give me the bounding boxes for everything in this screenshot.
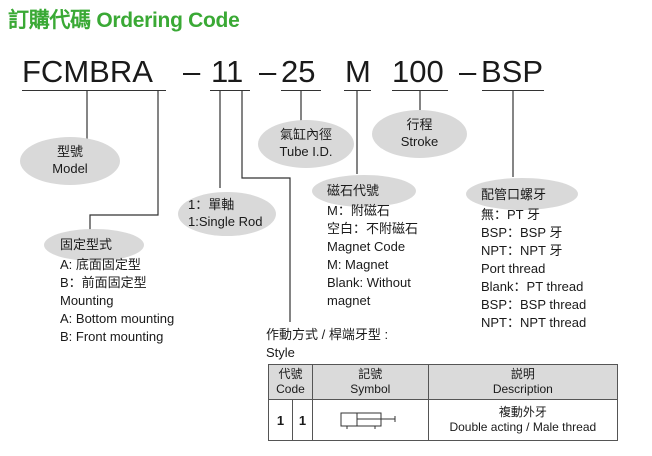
port-thread-line: NPT：NPT thread xyxy=(481,315,587,330)
code-header: 代號 Code xyxy=(268,364,313,400)
code-digit-2: 1 xyxy=(291,399,313,441)
magnet-bubble xyxy=(312,175,416,207)
code-thread: BSP xyxy=(481,54,544,89)
code-style: 11 xyxy=(211,54,244,89)
code-magnet: M xyxy=(345,54,371,89)
table-row: 1 1 複動外牙 Double acting / Male thread xyxy=(268,399,619,441)
style-underline xyxy=(210,90,250,92)
tube-label-en: Tube I.D. xyxy=(279,144,333,159)
port-thread-bubble xyxy=(466,178,578,210)
stroke-label-en: Stroke xyxy=(400,134,439,149)
port-thread-line: Port thread xyxy=(481,261,546,276)
magnet-line: M: Magnet xyxy=(327,257,389,272)
stroke-bubble: 行程 Stroke xyxy=(372,110,467,158)
model-label-zh: 型號 xyxy=(56,144,83,159)
code-stroke: 100 xyxy=(392,54,444,89)
style-label-en: Style xyxy=(266,345,295,360)
description-header-zh: 説明 xyxy=(510,367,535,381)
magnet-heading: 磁石代號 xyxy=(327,183,380,198)
code-dash: – xyxy=(459,54,477,89)
port-thread-line: BSP：BSP 牙 xyxy=(481,225,563,240)
symbol-header-en: Symbol xyxy=(350,382,391,396)
cylinder-symbol xyxy=(311,399,429,441)
port-thread-line: NPT：NPT 牙 xyxy=(481,243,563,258)
page-title: 訂購代碼 Ordering Code xyxy=(8,9,240,32)
tube-label-zh: 氣缸內徑 xyxy=(279,127,332,142)
magnet-line: Magnet Code xyxy=(327,239,406,254)
model-bubble: 型號 Model xyxy=(20,137,120,185)
port-thread-line: BSP：BSP thread xyxy=(481,297,587,312)
mounting-line: B: Front mounting xyxy=(60,329,164,344)
magnet-line: M：附磁石 xyxy=(327,203,390,218)
style-label-zh: 作動方式 / 桿端牙型 : xyxy=(266,327,389,342)
mounting-line: Mounting xyxy=(60,293,114,308)
magnet-line: magnet xyxy=(327,293,371,308)
code-dash: – xyxy=(183,54,201,89)
style-table-header: 代號 Code 記號 Symbol 説明 Description xyxy=(268,364,619,400)
code-bore: 25 xyxy=(281,54,316,89)
port-thread-heading: 配管口螺牙 xyxy=(481,187,547,202)
bore-underline xyxy=(281,90,321,92)
stroke-underline xyxy=(392,90,448,92)
mounting-heading: 固定型式 xyxy=(60,237,113,252)
code-header-en: Code xyxy=(276,382,305,396)
style-table: 代號 Code 記號 Symbol 説明 Description 1 1 xyxy=(268,364,619,441)
description-header-en: Description xyxy=(492,382,553,396)
row-description: 複動外牙 Double acting / Male thread xyxy=(427,399,619,441)
code-header-zh: 代號 xyxy=(278,367,303,381)
single-rod-bubble: 1：單軸 1:Single Rod xyxy=(178,192,276,236)
code-dash: – xyxy=(259,54,277,89)
series-underline xyxy=(22,90,164,92)
magnet-underline xyxy=(344,90,371,92)
row-description-zh: 複動外牙 xyxy=(498,405,547,419)
code-series: FCMBRA xyxy=(22,54,153,89)
description-header: 説明 Description xyxy=(427,364,619,400)
port-thread-line: 無：PT 牙 xyxy=(481,207,540,222)
model-label-en: Model xyxy=(52,161,88,176)
double-acting-cylinder-icon xyxy=(340,412,396,429)
symbol-header-zh: 記號 xyxy=(358,367,383,381)
port-thread-line: Blank：PT thread xyxy=(481,279,584,294)
magnet-line: Blank: Without xyxy=(327,275,411,290)
mounting-line: A: 底面固定型 xyxy=(60,257,141,272)
mounting-line: B：前面固定型 xyxy=(60,275,147,290)
single-rod-zh: 1：單軸 xyxy=(188,197,235,212)
mounting-line: A: Bottom mounting xyxy=(60,311,175,326)
code-digit-1: 1 xyxy=(268,399,293,441)
stroke-label-zh: 行程 xyxy=(406,117,433,132)
row-description-en: Double acting / Male thread xyxy=(449,420,597,434)
magnet-line: 空白：不附磁石 xyxy=(327,221,419,236)
tube-id-bubble: 氣缸內徑 Tube I.D. xyxy=(258,120,354,168)
mounting-underline xyxy=(150,90,166,92)
single-rod-en: 1:Single Rod xyxy=(188,214,263,229)
symbol-header: 記號 Symbol xyxy=(311,364,429,400)
thread-underline xyxy=(482,90,544,92)
mounting-bubble xyxy=(44,229,144,261)
